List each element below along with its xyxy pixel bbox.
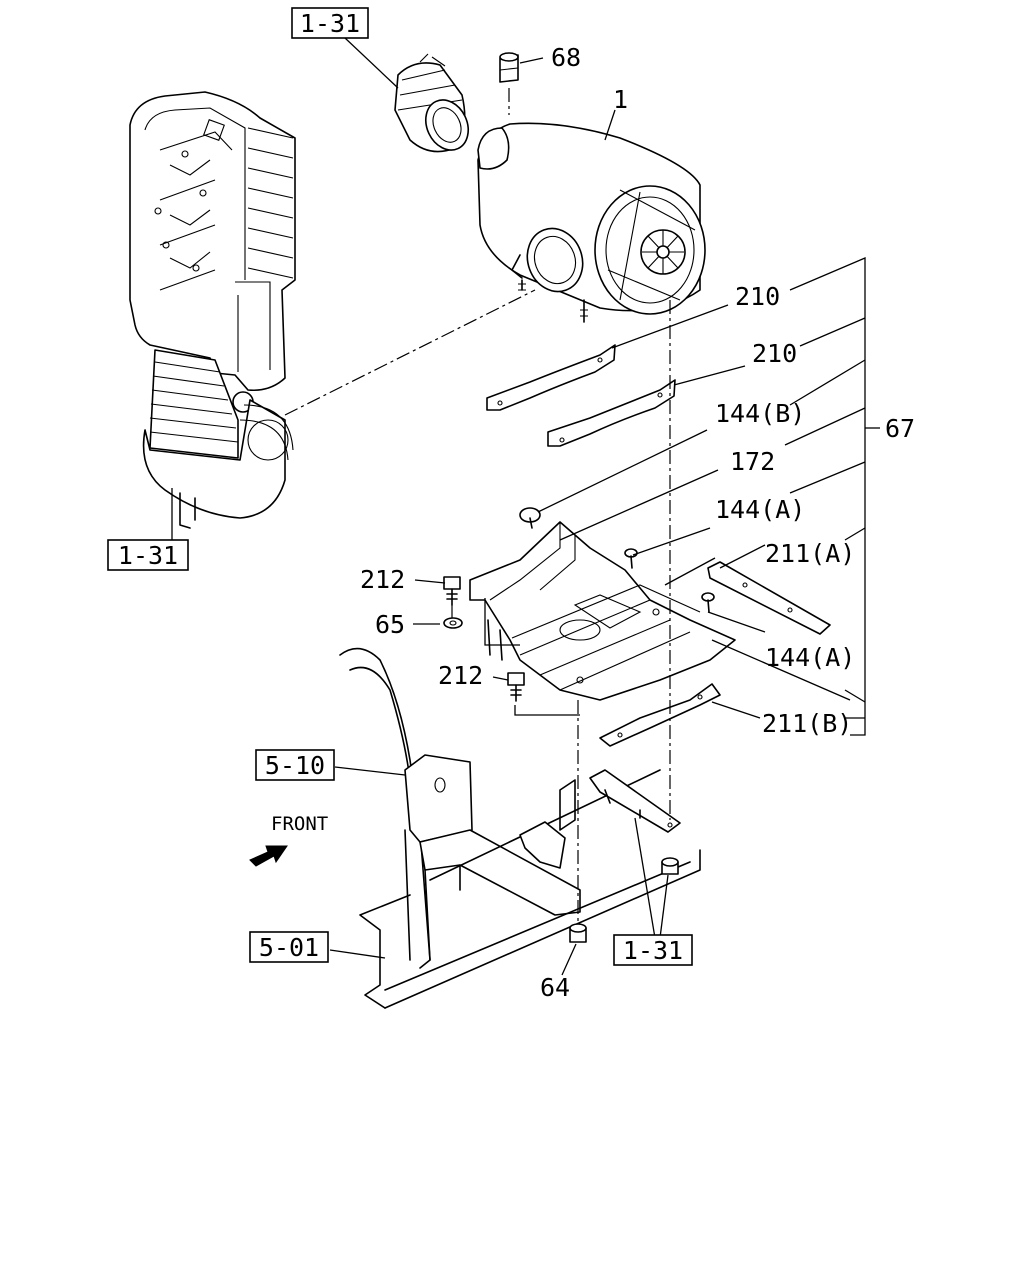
label-212-lower: 212: [438, 661, 483, 690]
label-67: 67: [885, 414, 915, 443]
ref-label: 5-01: [259, 933, 319, 962]
bolts-212: [443, 576, 525, 702]
label-211b: 211(B): [762, 709, 852, 738]
label-1: 1: [613, 85, 628, 114]
mounting-tray: [469, 521, 736, 701]
restriction-indicator: [499, 52, 519, 83]
label-64: 64: [540, 973, 570, 1002]
washer-65: [443, 617, 463, 629]
ref-box-frame-rail[interactable]: 5-10: [255, 749, 335, 781]
ref-box-intake-left[interactable]: 1-31: [107, 539, 189, 571]
ref-label: 1-31: [118, 541, 178, 570]
vehicle-frame: [339, 647, 701, 1009]
clips-144a: [624, 548, 715, 613]
label-144b: 144(B): [715, 399, 805, 428]
ref-box-frame-member[interactable]: 5-01: [249, 931, 329, 963]
ref-label: 5-10: [265, 751, 325, 780]
arrow-right-icon: [249, 845, 288, 867]
plate-211b: [599, 683, 721, 747]
clip-144b: [519, 507, 541, 529]
label-212-upper: 212: [360, 565, 405, 594]
label-65: 65: [375, 610, 405, 639]
label-172: 172: [730, 447, 775, 476]
nuts: [569, 857, 679, 943]
label-144a-lower: 144(A): [765, 643, 855, 672]
chain-lines: [284, 88, 671, 925]
label-68: 68: [551, 43, 581, 72]
front-label: FRONT: [271, 813, 328, 835]
intake-duct: [129, 91, 296, 529]
ref-label: 1-31: [300, 9, 360, 38]
mounting-bands: [486, 344, 676, 447]
intake-hose: [394, 53, 469, 153]
ref-label: 1-31: [623, 936, 683, 965]
plate-211a: [707, 561, 831, 635]
leader-lines: [171, 37, 880, 976]
label-211a: 211(A): [765, 539, 855, 568]
ref-box-intake-top[interactable]: 1-31: [291, 7, 369, 39]
ref-box-frame-right[interactable]: 1-31: [613, 934, 693, 966]
air-cleaner: [477, 122, 706, 323]
label-210-upper: 210: [735, 282, 780, 311]
label-144a-upper: 144(A): [715, 495, 805, 524]
label-210-lower: 210: [752, 339, 797, 368]
